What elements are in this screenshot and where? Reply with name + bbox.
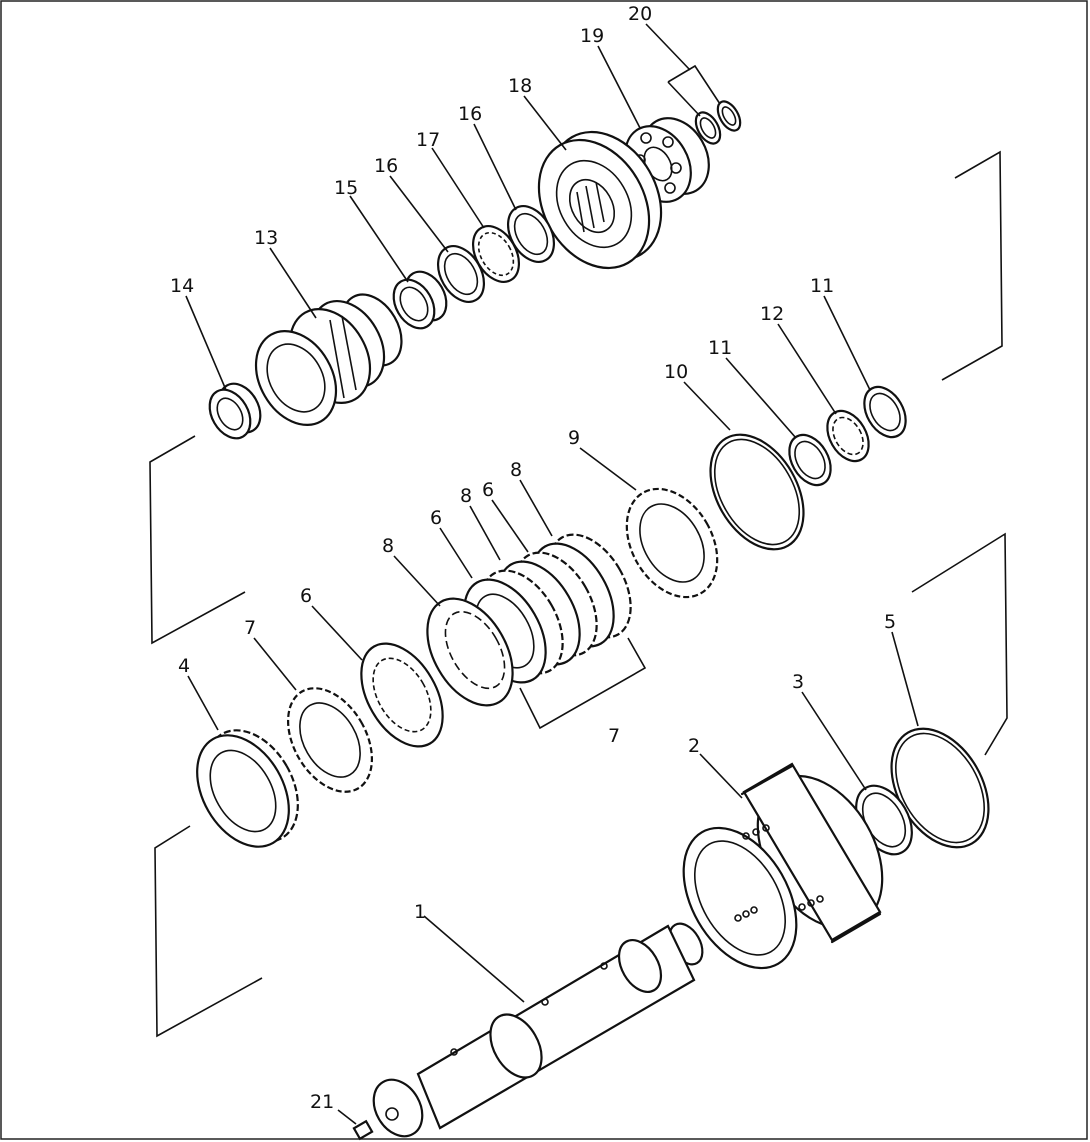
part-21-plug	[337, 1109, 374, 1141]
label-8-mid: 8	[460, 485, 472, 507]
part-4-pressure-disc	[196, 729, 299, 848]
part-16-ring-lower	[436, 245, 486, 303]
label-7-left: 7	[244, 617, 256, 639]
label-1: 1	[414, 901, 426, 923]
label-15: 15	[334, 177, 358, 199]
label-18: 18	[508, 75, 532, 97]
part-11-ring-right	[863, 385, 907, 439]
part-14-bearing	[208, 382, 262, 440]
bracket-plates-bottom	[519, 637, 647, 730]
label-5: 5	[884, 611, 896, 633]
leader-lines	[185, 23, 919, 1003]
part-6-spline-plate	[360, 642, 444, 748]
label-21: 21	[310, 1091, 334, 1113]
label-16-upper: 16	[458, 103, 482, 125]
part-20-rings	[667, 64, 742, 145]
part-7-toothed-disc	[286, 687, 374, 793]
label-8-left: 8	[382, 535, 394, 557]
label-14: 14	[170, 275, 194, 297]
label-11-left: 11	[708, 337, 732, 359]
part-17-spring-ring	[471, 225, 521, 283]
part-11-ring-left	[788, 433, 832, 487]
label-6-mid: 6	[430, 507, 442, 529]
bracket-lower-left	[154, 825, 263, 1038]
label-17: 17	[416, 129, 440, 151]
clutch-pack	[463, 533, 632, 684]
label-7-right: 7	[608, 725, 620, 747]
label-8-right: 8	[510, 459, 522, 481]
part-labels: 20 19 18 16 17 16 15 13 14 11 12 11 10 9…	[170, 3, 896, 1113]
label-12: 12	[760, 303, 784, 325]
part-8-plate-front	[426, 597, 514, 707]
part-12-plate	[826, 409, 870, 463]
label-16-lower: 16	[374, 155, 398, 177]
part-15-needle-bearing	[392, 270, 448, 330]
bracket-upper-right	[941, 150, 1003, 381]
label-6-left: 6	[300, 585, 312, 607]
label-6-right: 6	[482, 479, 494, 501]
part-10-snap-ring	[709, 433, 805, 551]
label-20: 20	[628, 3, 652, 25]
part-1-shaft	[372, 922, 704, 1138]
part-9-toothed-disc	[625, 487, 719, 599]
bracket-mid-right	[911, 532, 1008, 756]
bracket-upper-left	[149, 435, 246, 645]
label-19: 19	[580, 25, 604, 47]
label-11-right: 11	[810, 275, 834, 297]
part-2-clutch-drum	[682, 762, 884, 970]
label-2: 2	[688, 735, 700, 757]
label-10: 10	[664, 361, 688, 383]
label-13: 13	[254, 227, 278, 249]
part-16-ring-upper	[506, 205, 556, 263]
label-3: 3	[792, 671, 804, 693]
part-18-gear-hub	[537, 130, 663, 270]
label-4: 4	[178, 655, 190, 677]
part-13-gear	[254, 293, 403, 426]
label-9: 9	[568, 427, 580, 449]
